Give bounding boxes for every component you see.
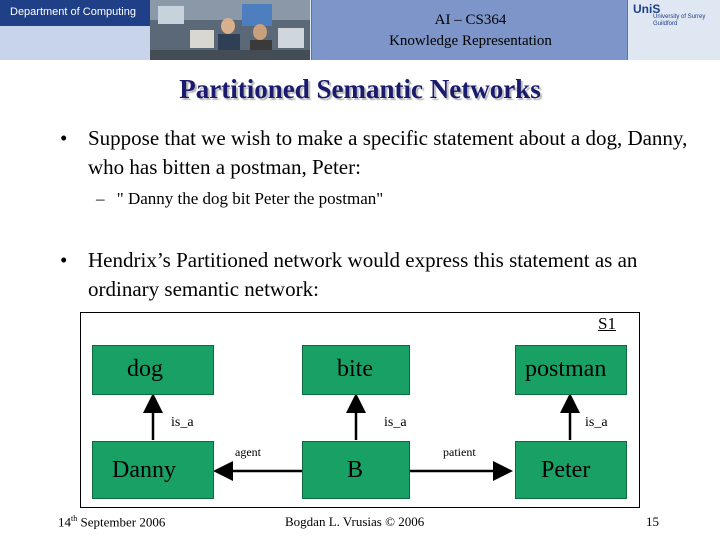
node-postman [515,345,627,395]
node-danny-label: Danny [112,457,176,483]
node-b [302,441,410,499]
department-banner: Department of Computing [0,0,150,26]
bullet-dot: • [60,126,68,150]
agent-label: agent [235,445,261,459]
computer-lab-photo-icon [150,0,310,60]
department-banner-lower [0,26,150,60]
footer-author: Bogdan L. Vrusias © 2006 [285,514,425,529]
page-number: 15 [646,514,659,529]
node-dog [92,345,214,395]
node-peter [515,441,627,499]
university-logo: UniS University of Surrey Guildford [629,0,720,60]
node-postman-label: postman [525,356,607,382]
is-a-label-bite: is_a [384,415,407,430]
course-code: AI – CS364 [434,12,507,28]
node-dog-label: dog [127,356,163,382]
patient-label: patient [443,445,476,459]
partition-label: S1 [598,314,616,333]
node-danny [92,441,214,499]
node-bite [302,345,410,395]
footer-date-suffix: th [71,514,78,523]
node-b-label: B [347,457,364,483]
bullet-2-text: Hendrix’s Partitioned network would expr… [88,248,638,301]
university-logo-name-line1: University of Surrey [653,14,706,20]
sub-bullet: – " Danny the dog bit Peter the postman" [96,184,383,213]
footer-date-rest: September 2006 [77,514,166,530]
node-peter-label: Peter [541,457,591,483]
is-a-label-postman: is_a [585,415,608,430]
footer-date: 14th September 2006 [58,514,165,530]
department-name: Department of Computing [10,6,136,18]
bullet-dot: • [60,248,68,272]
is-a-label-dog: is_a [171,415,194,430]
course-title-box: AI – CS364 Knowledge Representation [311,0,628,60]
footer-date-day: 14 [58,514,71,530]
node-bite-label: bite [337,356,373,382]
slide-title: Partitioned Semantic Networks [179,74,541,104]
header-photo [150,0,310,60]
slide-header: Department of Computing AI – CS364 Knowl… [0,0,720,60]
semantic-network-diagram [80,312,640,508]
bullet-1-text: Suppose that we wish to make a specific … [88,126,688,179]
university-logo-name: University of Surrey Guildford [653,14,705,28]
course-topic: Knowledge Representation [389,33,552,49]
sub-bullet-text: " Danny the dog bit Peter the postman" [116,189,384,208]
university-logo-mark: UniS [633,2,661,16]
sub-bullet-dash: – [96,189,105,208]
university-logo-name-line2: Guildford [653,21,678,27]
